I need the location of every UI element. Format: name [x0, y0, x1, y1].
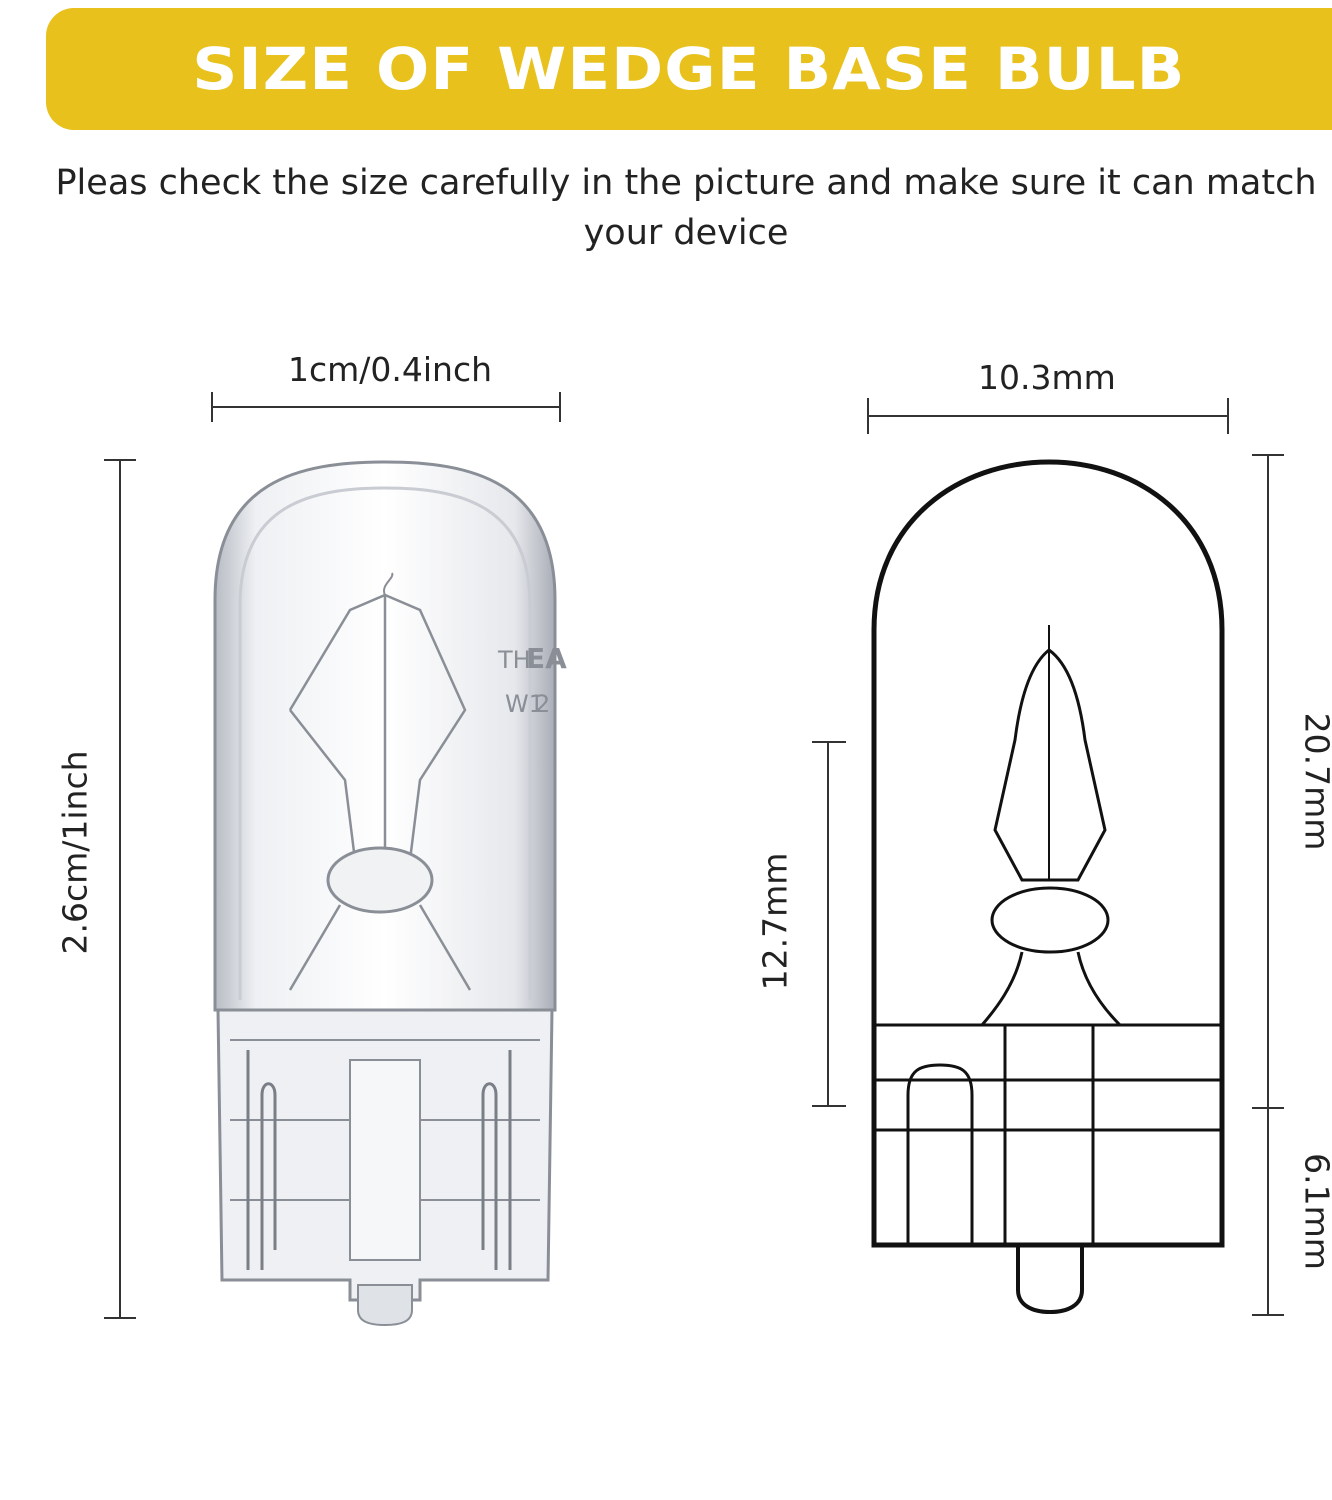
title-banner: SIZE OF WEDGE BASE BULB [46, 8, 1332, 130]
diagram-filament-height-dimension [812, 741, 846, 1107]
banner-title: SIZE OF WEDGE BASE BULB [192, 35, 1186, 103]
photo-bulb: TH EA W1 2 [213, 460, 567, 1327]
glass-marking-1: TH [497, 646, 531, 674]
photo-height-dimension [104, 459, 136, 1319]
diagram-base-height-dimension [1252, 1108, 1284, 1316]
diagram-bulb [871, 459, 1225, 1315]
diagram-width-dimension [867, 398, 1229, 434]
diagram-width-label: 10.3mm [978, 358, 1116, 397]
diagram-total-height-dimension [1252, 454, 1284, 1109]
photo-width-dimension [211, 392, 561, 422]
glass-marking-3: W1 [505, 690, 544, 718]
glass-marking-2: EA [526, 642, 567, 675]
glass-marking-4: 2 [535, 690, 550, 718]
subtitle-text: Pleas check the size carefully in the pi… [55, 163, 1317, 253]
photo-width-label: 1cm/0.4inch [288, 350, 493, 389]
